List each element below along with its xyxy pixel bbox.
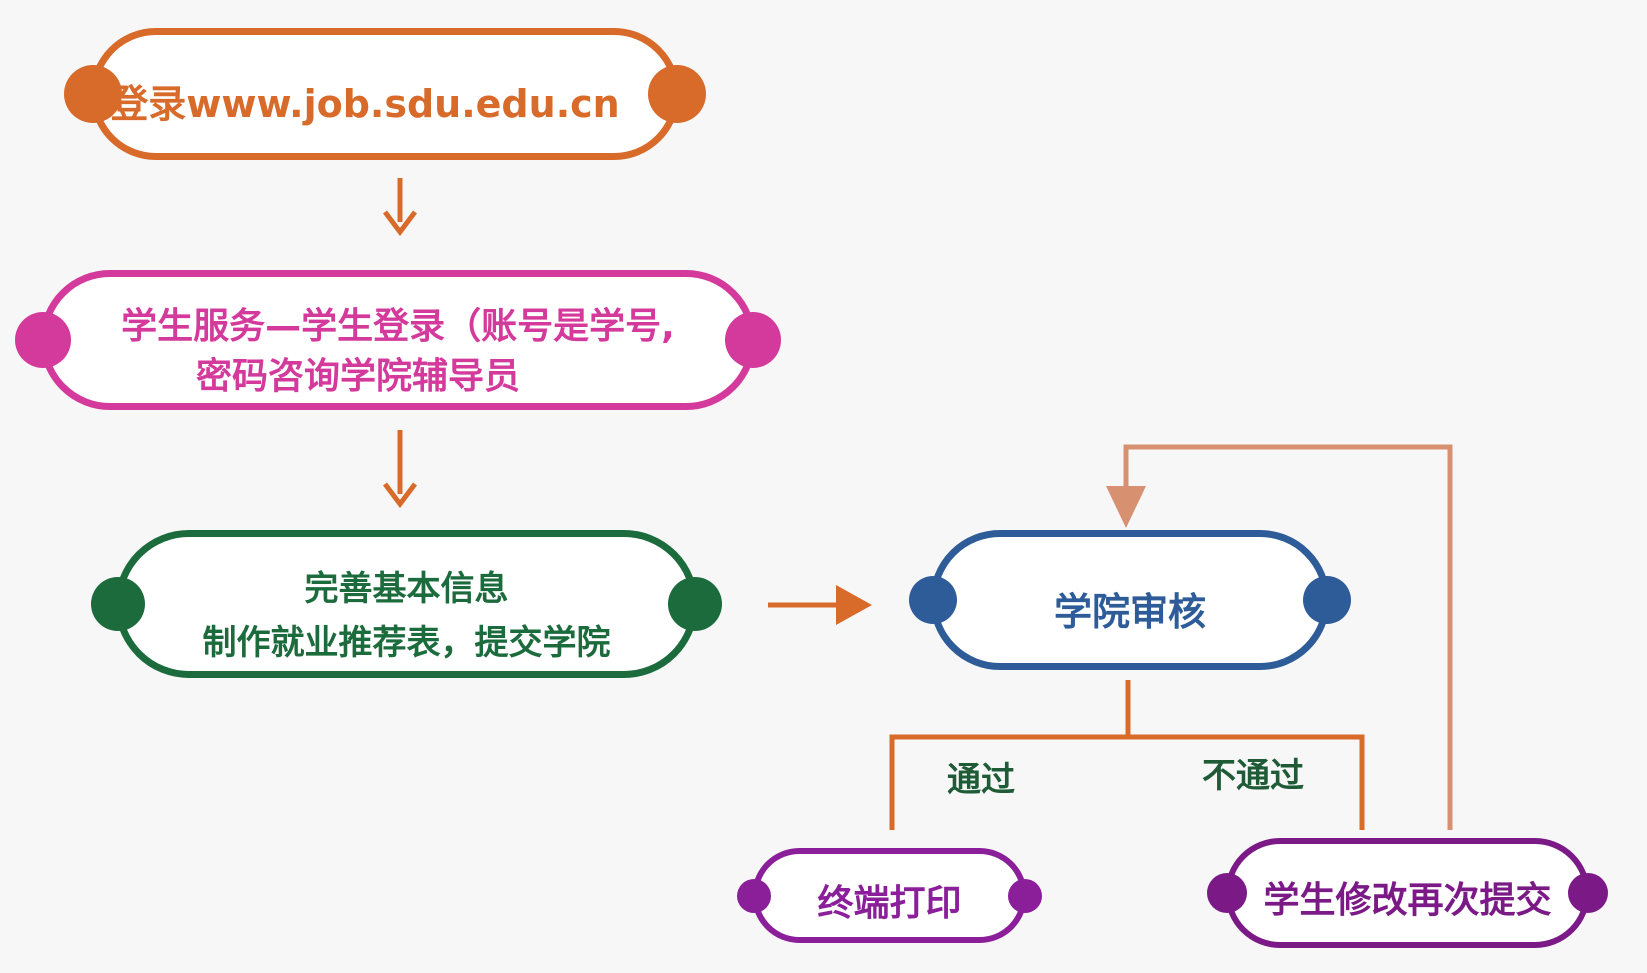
- node-student-login-line1: 学生服务—学生登录（账号是学号,: [121, 306, 675, 347]
- node-student-login-line2: 密码咨询学院辅导员: [195, 356, 520, 397]
- node-student-resubmit-label: 学生修改再次提交: [1263, 880, 1552, 921]
- node-login-website: 登录www.job.sdu.edu.cn: [90, 28, 680, 160]
- node-fill-info: 完善基本信息 制作就业推荐表，提交学院: [115, 530, 698, 678]
- arrow-student-login-to-fill-info: [383, 430, 417, 509]
- node-terminal-print: 终端打印: [752, 848, 1027, 943]
- loop-resubmit-to-review: [1106, 444, 1453, 830]
- node-college-review-label: 学院审核: [1053, 590, 1206, 634]
- node-student-login: 学生服务—学生登录（账号是学号, 密码咨询学院辅导员: [40, 270, 756, 410]
- node-terminal-print-label: 终端打印: [817, 883, 962, 924]
- edge-label-fail: 不通过: [1202, 756, 1304, 796]
- node-student-resubmit: 学生修改再次提交: [1225, 838, 1590, 948]
- arrow-fill-info-to-review: [768, 585, 872, 625]
- node-fill-info-line2: 制作就业推荐表，提交学院: [202, 623, 611, 663]
- node-fill-info-line1: 完善基本信息: [304, 569, 509, 609]
- node-college-review: 学院审核: [930, 530, 1330, 670]
- arrow-login-to-student-login: [383, 178, 417, 237]
- review-branch-connector: [889, 680, 1365, 830]
- edge-label-pass: 通过: [947, 760, 1015, 800]
- node-login-website-label: 登录www.job.sdu.edu.cn: [110, 82, 620, 126]
